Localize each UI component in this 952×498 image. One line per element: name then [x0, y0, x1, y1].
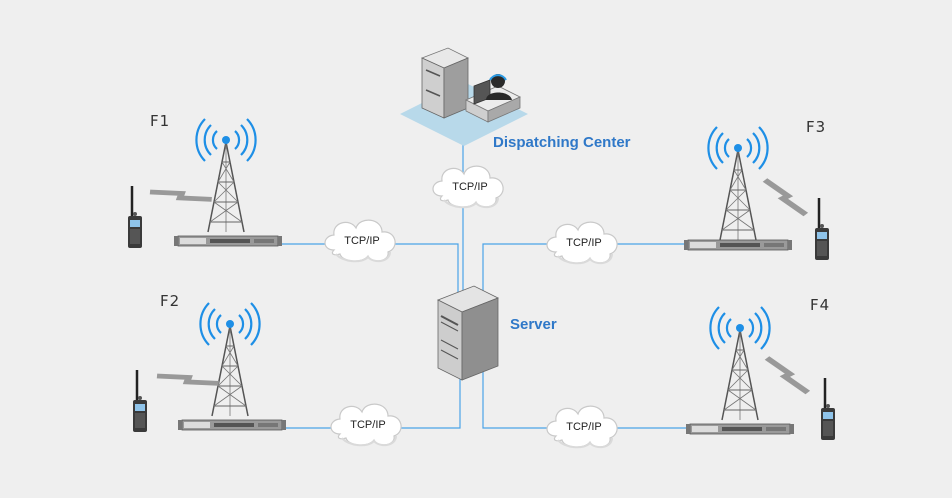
tcpip-label: TCP/IP — [452, 181, 487, 193]
server-label: Server — [510, 316, 557, 333]
wireless-signal-f4-icon — [760, 358, 815, 392]
radio-f2-icon — [131, 368, 149, 434]
tcpip-cloud-dispatch: TCP/IP — [432, 165, 505, 209]
base-station-f2-icon — [177, 419, 287, 431]
wireless-signal-f2-icon — [157, 358, 219, 401]
dispatching-center-label: Dispatching Center — [493, 134, 631, 151]
tcpip-cloud-f1: TCP/IP — [324, 219, 397, 263]
radio-f4-icon — [819, 376, 837, 442]
tower-f3-icon — [707, 125, 769, 242]
site-label-f1: F1 — [150, 112, 171, 130]
radio-f3-icon — [813, 196, 831, 262]
site-label-f2: F2 — [160, 292, 181, 310]
tcpip-label: TCP/IP — [566, 421, 601, 433]
site-label-f4: F4 — [810, 296, 831, 314]
base-station-f3-icon — [683, 239, 793, 251]
server-icon — [437, 285, 499, 381]
link-f4-server — [482, 366, 687, 429]
tcpip-label: TCP/IP — [350, 419, 385, 431]
base-station-f4-icon — [685, 423, 795, 435]
tcpip-label: TCP/IP — [566, 237, 601, 249]
tcpip-cloud-f4: TCP/IP — [546, 405, 619, 449]
dispatching-center-icon — [400, 47, 528, 146]
link-f3-server — [482, 243, 686, 293]
tcpip-label: TCP/IP — [344, 235, 379, 247]
tcpip-cloud-f3: TCP/IP — [546, 221, 619, 265]
wireless-signal-f1-icon — [150, 174, 212, 217]
tower-f4-icon — [709, 305, 771, 422]
radio-f1-icon — [126, 184, 144, 250]
tower-f2-icon — [199, 301, 261, 418]
tower-f1-icon — [195, 117, 257, 234]
wireless-signal-f3-icon — [758, 180, 813, 214]
site-label-f3: F3 — [806, 118, 827, 136]
tcpip-cloud-f2: TCP/IP — [330, 403, 403, 447]
base-station-f1-icon — [173, 235, 283, 247]
